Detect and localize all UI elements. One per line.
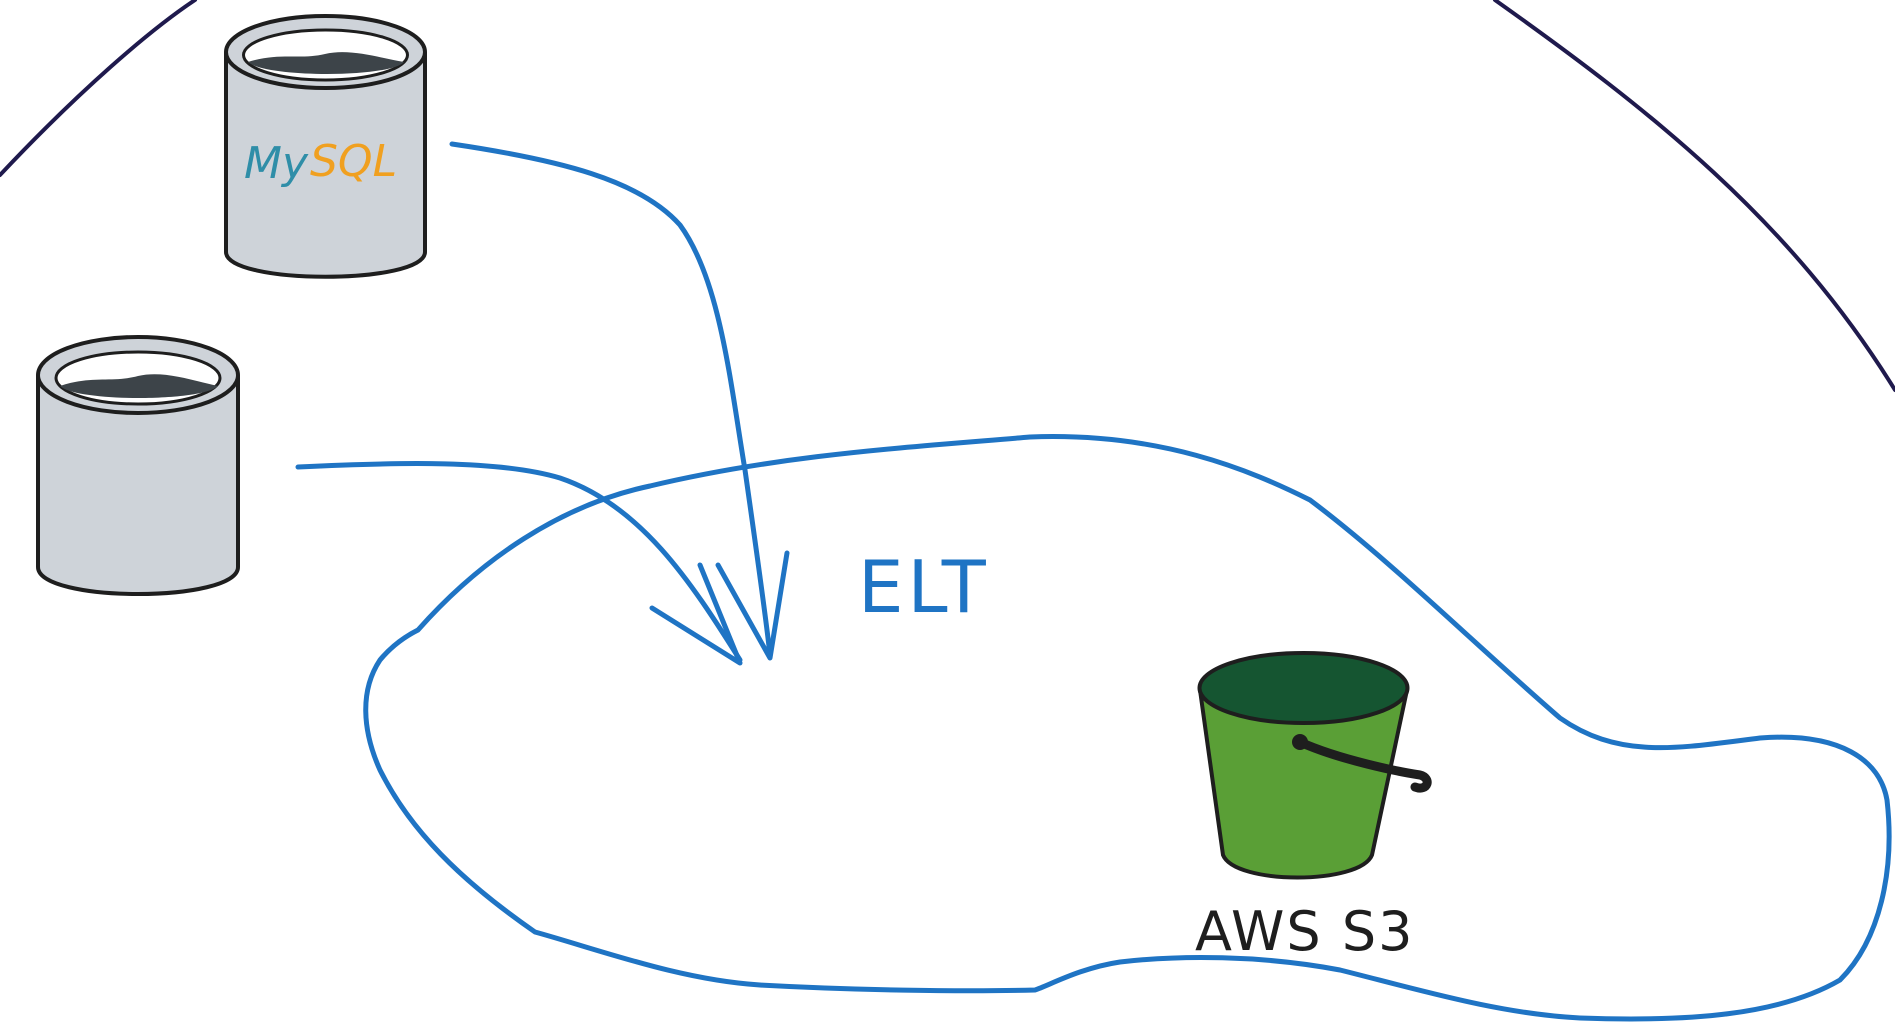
database-liquid <box>248 52 404 74</box>
bucket-handle <box>1295 737 1432 793</box>
data-lake-boundary <box>363 434 1892 1022</box>
elt-label: ELT <box>858 545 990 629</box>
mysql-database: My SQL <box>224 14 427 279</box>
bucket-rim <box>1197 651 1410 725</box>
bucket-handle-pin <box>1292 734 1308 750</box>
frame-arc <box>0 0 197 177</box>
source-database <box>36 335 240 596</box>
mysql-label-sql: SQL <box>310 136 397 187</box>
flow-arrow-source <box>295 461 743 663</box>
mysql-label-my: My <box>244 138 309 189</box>
database-cylinder-icon <box>224 52 427 279</box>
flow-arrow-source-head <box>649 562 743 666</box>
s3-label: AWS S3 <box>1195 900 1414 963</box>
flow-arrow-mysql-head <box>715 550 790 661</box>
s3-bucket <box>1197 651 1432 880</box>
s3-bucket-icon <box>1198 688 1409 880</box>
database-cylinder-icon <box>36 375 240 596</box>
frame-arc <box>1493 0 1895 392</box>
database-liquid <box>60 374 218 398</box>
flow-arrow-mysql <box>449 141 773 658</box>
